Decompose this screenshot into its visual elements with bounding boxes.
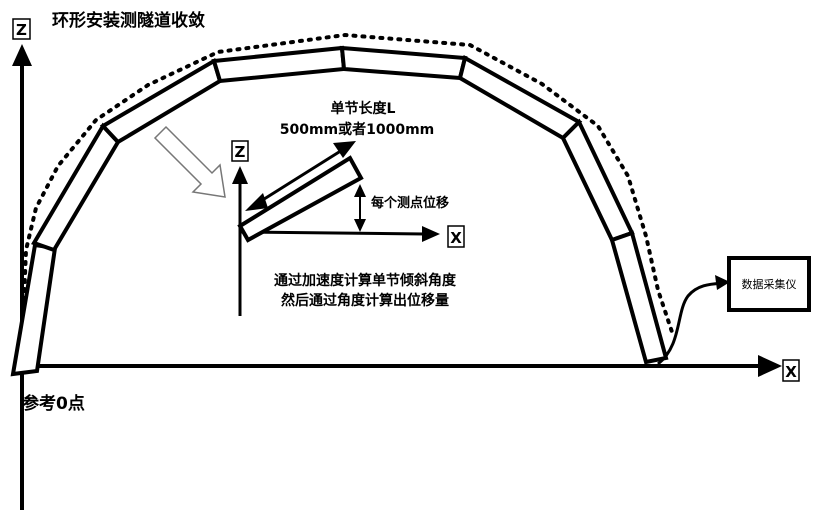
segment-length-value: 500mm或者1000mm — [280, 121, 435, 138]
length-arrow-head-right — [333, 141, 356, 158]
tunnel-outline-dotted — [22, 32, 674, 334]
ring-segment-5 — [339, 45, 468, 81]
data-logger-box — [727, 256, 811, 312]
inset-x-arrowhead — [422, 226, 440, 242]
displacement-arrow-head-bottom — [354, 219, 366, 232]
ring-segment-1 — [10, 242, 58, 377]
inset-x-label-box — [447, 225, 465, 248]
segment-length-title: 单节长度L — [331, 100, 396, 117]
tunnel-ring — [10, 45, 669, 377]
inset-z-label: Z — [235, 143, 246, 161]
inset-x-label: X — [450, 229, 462, 247]
main-x-label-box — [782, 359, 800, 382]
logger-cable-arrowhead — [715, 275, 730, 290]
displacement-arrow-head-top — [354, 184, 366, 197]
data-logger-label: 数据采集仪 — [742, 277, 797, 291]
zoom-pointer-arrow — [153, 125, 226, 198]
main-x-arrowhead — [758, 355, 782, 377]
main-z-label-box — [12, 18, 31, 40]
diagram-title: 环形安装测隧道收敛 — [52, 10, 205, 31]
ring-segment-8 — [609, 230, 669, 365]
inset-z-arrowhead — [232, 166, 248, 184]
inclined-segment — [237, 155, 364, 243]
origin-label: 参考0点 — [22, 393, 85, 414]
ring-segment-3 — [99, 57, 223, 145]
ring-segment-4 — [211, 45, 347, 84]
displacement-label: 每个测点位移 — [371, 195, 449, 211]
main-z-arrowhead — [12, 44, 32, 66]
ring-segment-7 — [560, 118, 635, 243]
main-x-label: X — [785, 363, 797, 381]
logger-cable — [657, 281, 725, 366]
main-z-label: Z — [16, 21, 27, 39]
inset-x-axis — [239, 230, 426, 236]
inset-z-label-box — [231, 140, 249, 162]
method-line-1: 通过加速度计算单节倾斜角度 — [274, 272, 457, 289]
length-arrow-head-left — [245, 193, 268, 211]
length-arrow-line — [252, 145, 348, 208]
method-line-2: 然后通过角度计算出位移量 — [281, 292, 449, 309]
